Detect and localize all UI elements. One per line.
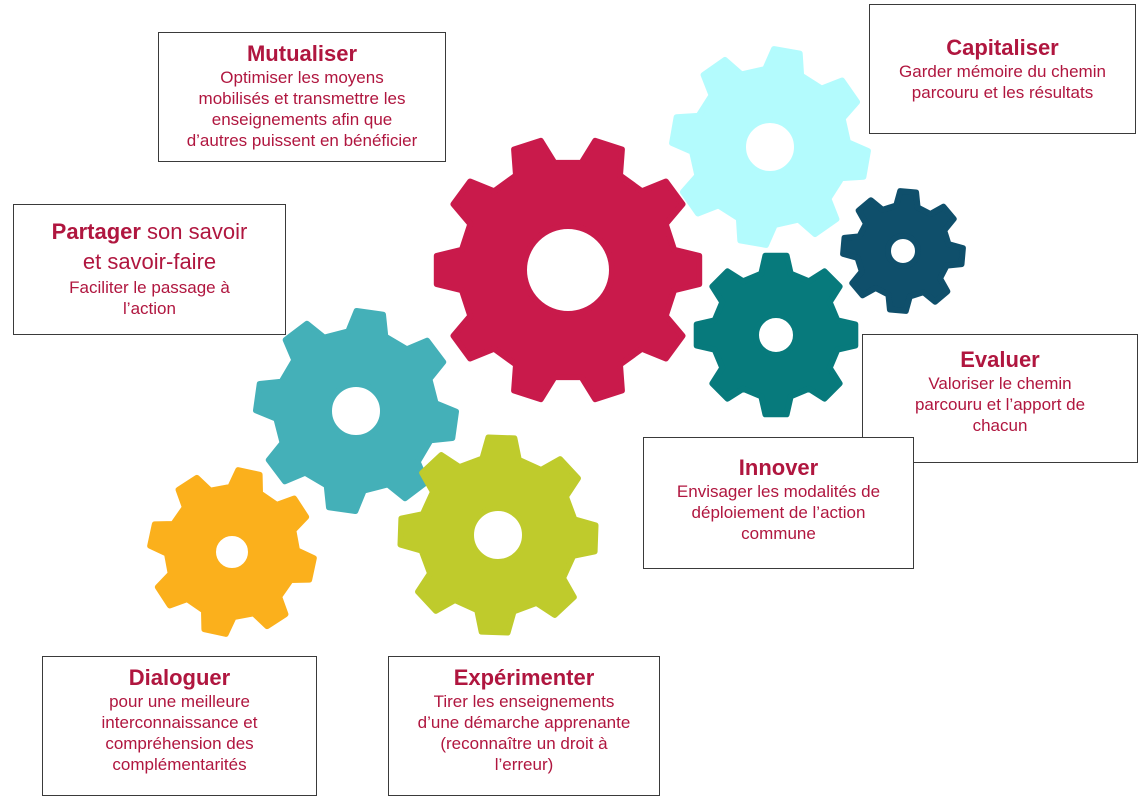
mutualiser-line-2: mobilisés et transmettre les bbox=[198, 89, 406, 108]
partager-title-line-2: et savoir-faire bbox=[82, 249, 217, 274]
evaluer-title: Evaluer bbox=[960, 347, 1040, 372]
mutualiser-title: Mutualiser bbox=[246, 41, 358, 66]
innover-line-3: commune bbox=[741, 524, 816, 543]
evaluer-line-3: chacun bbox=[972, 416, 1028, 435]
innover-line-2: déploiement de l’action bbox=[691, 503, 866, 522]
partager-title: Partager bbox=[51, 219, 141, 244]
light-cyan-gear bbox=[669, 46, 871, 248]
mutualiser-line-1: Optimiser les moyens bbox=[220, 68, 384, 87]
dialoguer-line-3: compréhension des bbox=[105, 734, 254, 753]
partager-title-rest: son savoir bbox=[140, 219, 248, 244]
innover-title: Innover bbox=[738, 455, 819, 480]
experimenter-line-2: d’une démarche apprenante bbox=[417, 713, 631, 732]
innover-line-1: Envisager les modalités de bbox=[676, 482, 881, 501]
dialoguer-title: Dialoguer bbox=[128, 665, 231, 690]
experimenter-title: Expérimenter bbox=[453, 665, 595, 690]
dialoguer-line-4: complémentarités bbox=[112, 755, 247, 774]
capitaliser-box: Capitaliser Garder mémoire du chemin par… bbox=[869, 4, 1136, 134]
experimenter-line-3: (reconnaître un droit à bbox=[440, 734, 608, 753]
evaluer-line-1: Valoriser le chemin bbox=[928, 374, 1072, 393]
experimenter-line-4: l’erreur) bbox=[494, 755, 554, 774]
lime-gear bbox=[397, 434, 599, 636]
partager-line-2: l’action bbox=[123, 299, 176, 318]
evaluer-line-2: parcouru et l’apport de bbox=[914, 395, 1086, 414]
experimenter-box: Expérimenter Tirer les enseignements d’u… bbox=[388, 656, 660, 796]
crimson-gear bbox=[433, 137, 703, 403]
navy-gear bbox=[840, 188, 966, 314]
orange-gear bbox=[147, 467, 317, 637]
capitaliser-line-1: Garder mémoire du chemin bbox=[899, 62, 1106, 81]
experimenter-line-1: Tirer les enseignements bbox=[433, 692, 615, 711]
dialoguer-line-1: pour une meilleure bbox=[109, 692, 250, 711]
innover-box: Innover Envisager les modalités de déplo… bbox=[643, 437, 914, 569]
partager-box: Partager son savoir et savoir-faire Faci… bbox=[13, 204, 286, 335]
teal-gear bbox=[693, 252, 859, 418]
capitaliser-line-2: parcouru et les résultats bbox=[911, 83, 1094, 102]
capitaliser-title: Capitaliser bbox=[946, 35, 1059, 60]
turquoise-gear bbox=[253, 308, 459, 514]
mutualiser-line-3: enseignements afin que bbox=[211, 110, 393, 129]
partager-title-line-1: Partager son savoir bbox=[14, 217, 285, 247]
mutualiser-line-4: d’autres puissent en bénéficier bbox=[186, 131, 418, 150]
dialoguer-line-2: interconnaissance et bbox=[101, 713, 258, 732]
partager-line-1: Faciliter le passage à bbox=[69, 278, 230, 297]
dialoguer-box: Dialoguer pour une meilleure interconnai… bbox=[42, 656, 317, 796]
mutualiser-box: Mutualiser Optimiser les moyens mobilisé… bbox=[158, 32, 446, 162]
